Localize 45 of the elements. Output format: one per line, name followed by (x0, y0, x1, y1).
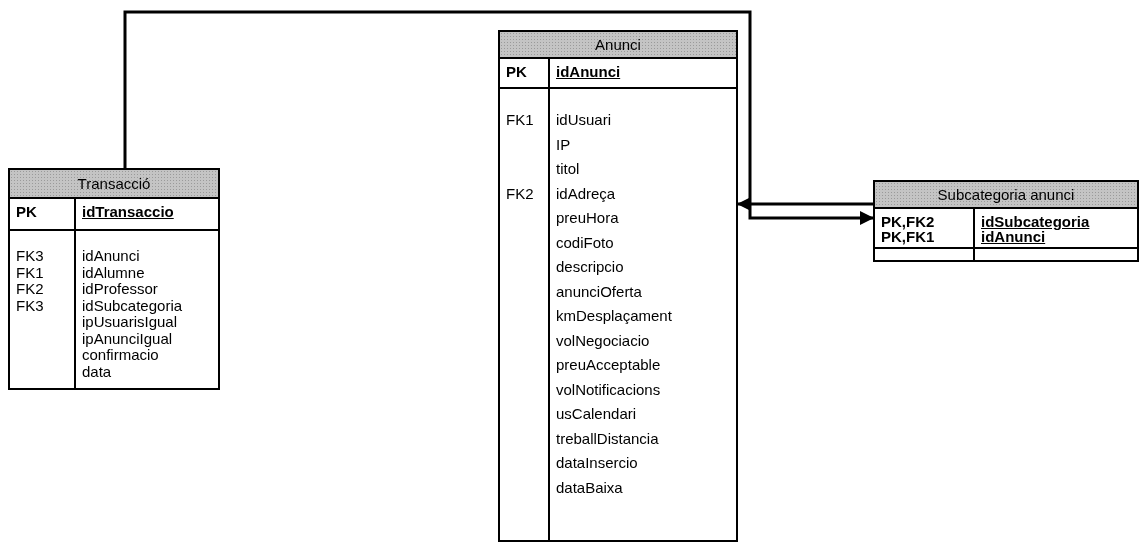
field-name: anunciOferta (556, 282, 642, 301)
key-label: FK1 (506, 111, 534, 129)
table-title: Anunci (595, 35, 641, 54)
relationship-arrow (737, 197, 873, 211)
key-label: FK2 (16, 280, 44, 298)
field-name: kmDesplaçament (556, 307, 672, 325)
field-name: IP (556, 135, 571, 154)
field-name: idAnunci (82, 247, 140, 265)
field-name: preuAcceptable (556, 356, 661, 374)
field-name: descripcio (556, 258, 624, 276)
key-label: FK2 (506, 184, 534, 203)
field-name: dataBaixa (556, 478, 623, 497)
table-title: Transacció (77, 174, 151, 193)
field-name: confirmacio (82, 346, 159, 364)
field-name: idAdreça (556, 184, 616, 203)
field-name: titol (556, 160, 580, 178)
field-name: data (82, 362, 112, 381)
entity-table (498, 30, 738, 542)
key-label: FK3 (16, 247, 44, 265)
field-name: volNotificacions (556, 380, 661, 399)
field-name: idAlumne (82, 263, 145, 282)
key-label: FK1 (16, 263, 44, 282)
field-name: treballDistancia (556, 429, 659, 448)
relationship-arrow (123, 10, 874, 225)
field-name: preuHora (556, 209, 619, 227)
primary-key-field: idTransaccio (82, 203, 174, 221)
field-name: volNegociacio (556, 331, 650, 350)
field-name: idProfessor (82, 280, 158, 298)
key-label: FK3 (16, 296, 44, 315)
primary-key-field: idAnunci (981, 228, 1046, 246)
field-name: dataInsercio (556, 454, 638, 472)
entity-table (873, 180, 1139, 262)
field-name: ipUsuarisIgual (82, 313, 178, 331)
key-label: PK (16, 203, 37, 221)
key-label: PK,FK2 (881, 213, 935, 231)
table-title: Subcategoria anunci (937, 185, 1075, 204)
field-name: codiFoto (556, 233, 614, 252)
primary-key-field: idSubcategoria (981, 213, 1090, 231)
field-name: idUsuari (556, 111, 612, 129)
field-name: idSubcategoria (82, 296, 183, 315)
primary-key-field: idAnunci (556, 63, 621, 81)
field-name: ipAnunciIgual (82, 329, 173, 348)
entity-table (8, 168, 220, 390)
field-name: usCalendari (556, 405, 637, 423)
key-label: PK (506, 63, 527, 81)
